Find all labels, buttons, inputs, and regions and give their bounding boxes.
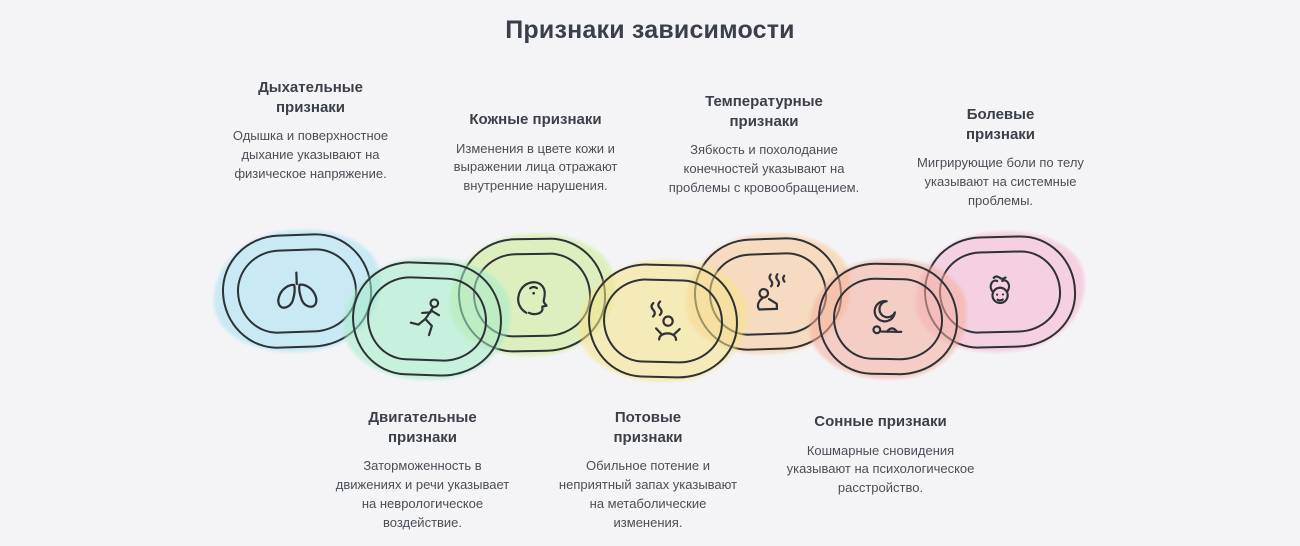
card-heading: Дыхательные признаки bbox=[258, 79, 363, 116]
headache-person-icon bbox=[989, 275, 1011, 305]
card-temperature-signs: Температурные признаки Зябкость и похоло… bbox=[660, 92, 868, 198]
sleep-moon-icon bbox=[872, 300, 903, 335]
card-description: Мигрирующие боли по телу указывают на си… bbox=[917, 155, 1084, 208]
page-title: Признаки зависимости bbox=[505, 16, 795, 44]
card-heading: Двигательные признаки bbox=[368, 409, 477, 446]
chain-link-motor bbox=[340, 255, 514, 383]
card-heading: Температурные признаки bbox=[705, 93, 823, 130]
card-description: Кошмарные сновидения указывают на психол… bbox=[786, 442, 975, 496]
chain-link-skin bbox=[443, 226, 621, 364]
sweating-person-icon bbox=[650, 300, 681, 342]
card-heading: Сонные признаки bbox=[814, 413, 947, 430]
card-description: Зябкость и похолодание конечностей указы… bbox=[668, 142, 860, 195]
card-sweat-signs: Потовые признаки Обильное потение и непр… bbox=[558, 408, 738, 532]
lungs-icon bbox=[277, 271, 318, 309]
head-profile-icon bbox=[517, 281, 548, 316]
card-description: Изменения в цвете кожи и выражении лица … bbox=[453, 140, 618, 194]
running-person-icon bbox=[409, 298, 441, 337]
card-heading: Потовые признаки bbox=[613, 409, 683, 446]
card-breathing-signs: Дыхательные признаки Одышка и поверхност… bbox=[218, 78, 403, 184]
chain-link-sleep bbox=[805, 254, 971, 384]
card-description: Заторможенность в движениях и речи указы… bbox=[335, 458, 510, 530]
card-description: Обильное потение и неприятный запах указ… bbox=[558, 458, 738, 530]
card-motor-signs: Двигательные признаки Заторможенность в … bbox=[330, 408, 515, 532]
card-description: Одышка и поверхностное дыхание указывают… bbox=[232, 128, 389, 181]
chills-person-icon bbox=[756, 273, 786, 311]
chain-link-pain bbox=[909, 224, 1091, 360]
card-skin-signs: Кожные признаки Изменения в цвете кожи и… bbox=[438, 110, 633, 196]
chain-link-temperature bbox=[679, 225, 857, 363]
chain-link-sweat bbox=[576, 256, 750, 386]
card-sleep-signs: Сонные признаки Кошмарные сновидения ука… bbox=[783, 412, 978, 498]
chain-link-breathing bbox=[207, 221, 387, 361]
card-pain-signs: Болевые признаки Мигрирующие боли по тел… bbox=[903, 105, 1098, 211]
card-heading: Болевые признаки bbox=[965, 106, 1036, 143]
card-heading: Кожные признаки bbox=[469, 111, 602, 128]
